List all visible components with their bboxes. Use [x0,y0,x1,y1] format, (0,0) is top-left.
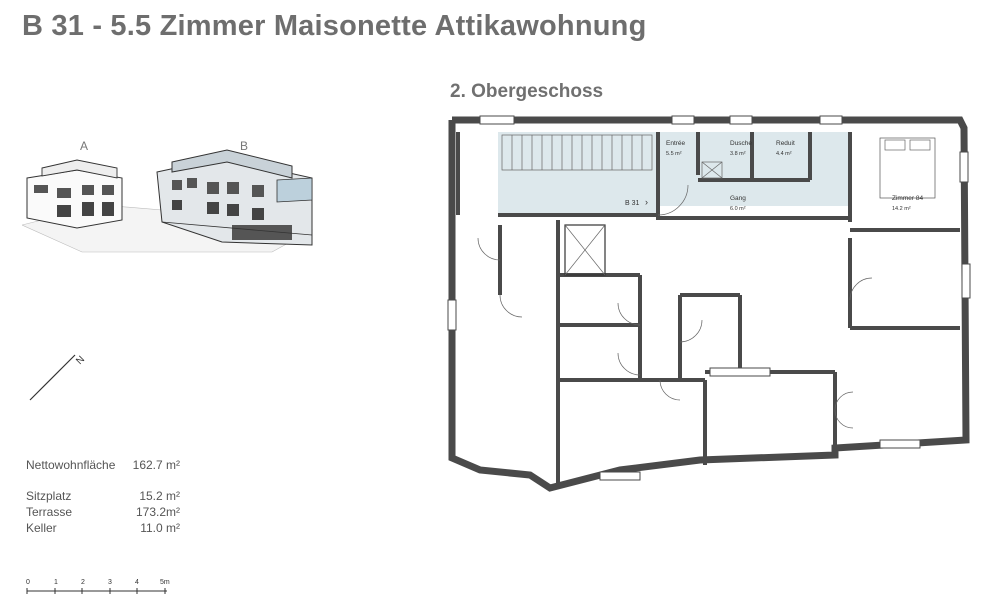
north-arrow: N [29,354,87,401]
scale-bar: 0 1 2 3 4 5m [26,579,170,594]
room-area-gang: 6.0 m² [730,206,746,212]
area-label: Nettowohnfläche [26,458,116,472]
room-area-zimmer: 14.2 m² [892,206,911,212]
unit-highlight [498,132,850,215]
scale-tick: 4 [135,579,139,586]
room-name-reduit: Reduit [776,140,795,147]
scale-tick: 5m [160,579,170,586]
scale-tick: 0 [26,579,30,586]
unit-label: B 31 [625,200,640,207]
page-title: B 31 - 5.5 Zimmer Maisonette Attikawohnu… [22,10,647,42]
room-name-gang: Gang [730,195,746,202]
room-name-entree: Entrée [666,140,686,147]
area-value: 15.2 m² [139,489,180,503]
room-name-zimmer: Zimmer 84 [892,195,923,202]
building-label-a: A [80,139,88,153]
floor-title: 2. Obergeschoss [450,81,604,102]
room-area-reduit: 4.4 m² [776,151,792,157]
scale-tick: 1 [54,579,58,586]
scale-tick: 2 [81,579,85,586]
area-label: Keller [26,521,57,535]
svg-text:›: › [645,197,648,207]
room-area-entree: 5.5 m² [666,151,682,157]
north-label: N [74,354,87,367]
area-label: Sitzplatz [26,489,72,503]
scale-tick: 3 [108,579,112,586]
area-value: 173.2m² [135,505,180,519]
floor-plan: B 31 › Entrée 5.5 m² Dusche 3.8 m² Redui… [447,115,971,492]
area-value: 162.7 m² [132,458,180,472]
building-sketch: A B [22,139,313,253]
room-area-dusche: 3.8 m² [730,151,746,157]
area-label: Terrasse [26,505,73,519]
area-value: 11.0 m² [140,521,180,535]
building-label-b: B [240,139,248,153]
room-name-dusche: Dusche [730,140,752,147]
